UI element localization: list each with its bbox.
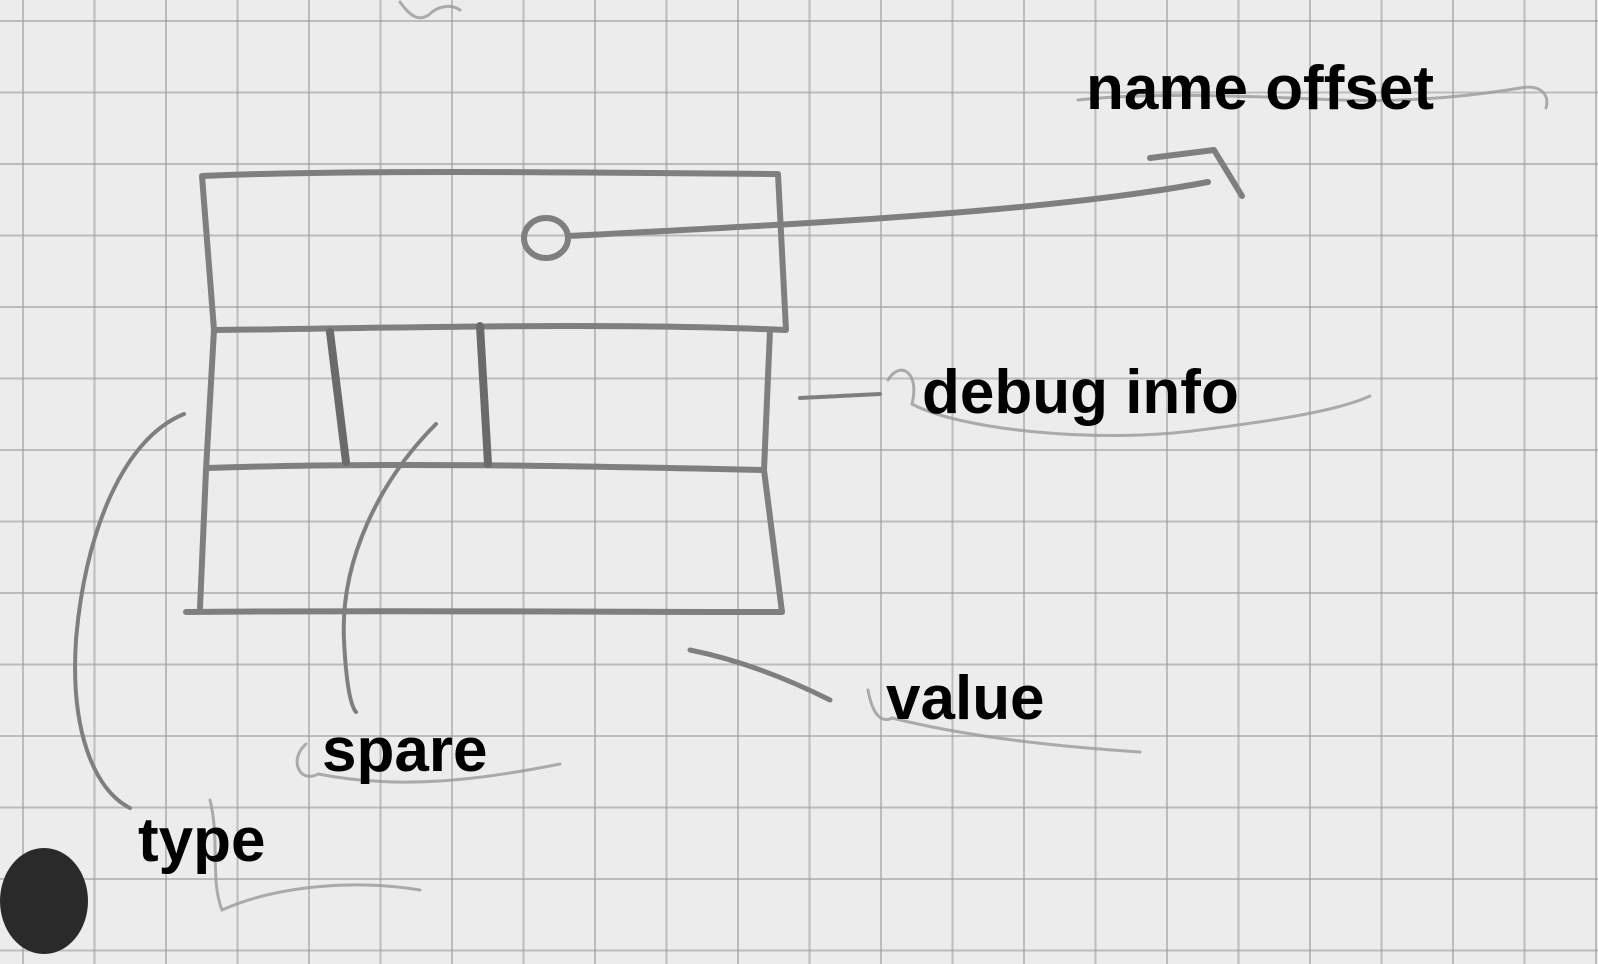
pencil-scribble-top [398,0,462,20]
debug-info-leader [798,392,882,400]
pencil-scribble-spare [295,742,562,784]
label-spare: spare [322,716,488,785]
label-name-offset: name offset [1086,54,1434,123]
column-divider-1 [326,328,350,466]
name-offset-arrow [565,179,1211,239]
pencil-scribble-debug-info [886,368,1372,438]
middle-row-divider [205,461,767,473]
pencil-scribble-value [866,688,1142,754]
pencil-scribble-type [208,798,422,913]
label-type: type [138,806,266,875]
type-leader [73,412,186,810]
pointer-origin-circle [521,215,571,261]
pencil-scribble-name-offset [1076,85,1549,110]
label-value: value [886,664,1045,733]
label-debug-info: debug info [922,358,1239,427]
hole-punch-bullet [0,848,88,954]
top-row-box [199,169,789,333]
value-leader [687,647,833,703]
name-offset-arrowhead [1147,147,1245,199]
column-divider-2 [476,322,492,468]
spare-leader [341,422,438,714]
struct-bottom-edge [183,608,785,615]
